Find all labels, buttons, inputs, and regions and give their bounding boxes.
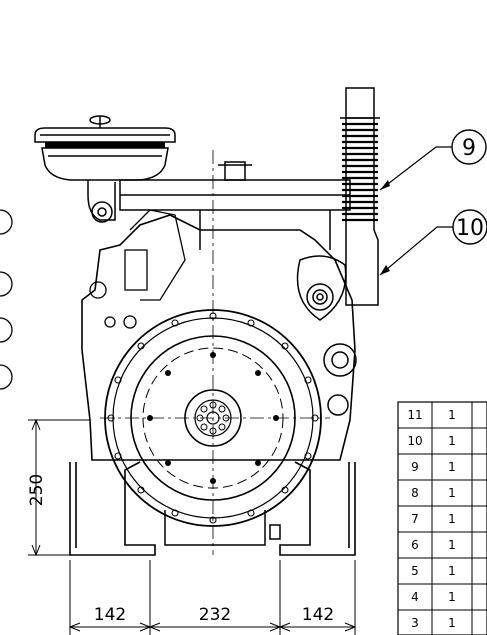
- table-cell-qty: 1: [448, 512, 456, 526]
- table-cell-qty: 1: [448, 460, 456, 474]
- table-cell-item: 7: [411, 512, 419, 526]
- table-cell-item: 5: [411, 564, 419, 578]
- callout-10-label: 10: [456, 216, 484, 241]
- table-cell-qty: 1: [448, 538, 456, 552]
- callout-10: 10: [379, 209, 487, 276]
- air-filter-pleats: [45, 142, 165, 148]
- table-cell-item: 9: [411, 460, 419, 474]
- table-cell-qty: 1: [448, 564, 456, 578]
- width-center-label: 232: [199, 605, 231, 625]
- centerlines: [100, 150, 330, 555]
- bellows-ribs: [342, 122, 378, 222]
- air-filter: [34, 115, 176, 223]
- table-cell-qty: 1: [448, 434, 456, 448]
- width-left-label: 142: [94, 605, 126, 625]
- engine-block: [81, 214, 356, 461]
- table-cell-item: 6: [411, 538, 419, 552]
- width-right-label: 142: [302, 605, 334, 625]
- table-row: 10 1: [398, 427, 487, 448]
- table-cell-item: 8: [411, 486, 419, 500]
- table-cell-item: 10: [407, 434, 422, 448]
- table-cell-qty: 1: [448, 408, 456, 422]
- table-cell-qty: 1: [448, 590, 456, 604]
- left-callout-fragments: [0, 209, 13, 390]
- callout-9-label: 9: [462, 136, 476, 161]
- oil-sump: [164, 510, 281, 546]
- table-cell-qty: 1: [448, 616, 456, 630]
- table-cell-item: 11: [407, 408, 422, 422]
- rocker-cover: [119, 161, 351, 250]
- engine-mounts: [69, 461, 356, 556]
- exhaust-lower: [345, 229, 379, 306]
- dimension-lines: [28, 418, 357, 635]
- injection-pump: [89, 209, 186, 329]
- table-cell-item: 3: [411, 616, 419, 630]
- table-cell-qty: 1: [448, 486, 456, 500]
- callout-9: 9: [379, 129, 487, 191]
- height-dimension-label: 250: [27, 474, 47, 506]
- alternator: [296, 255, 357, 416]
- table-cell-item: 4: [411, 590, 419, 604]
